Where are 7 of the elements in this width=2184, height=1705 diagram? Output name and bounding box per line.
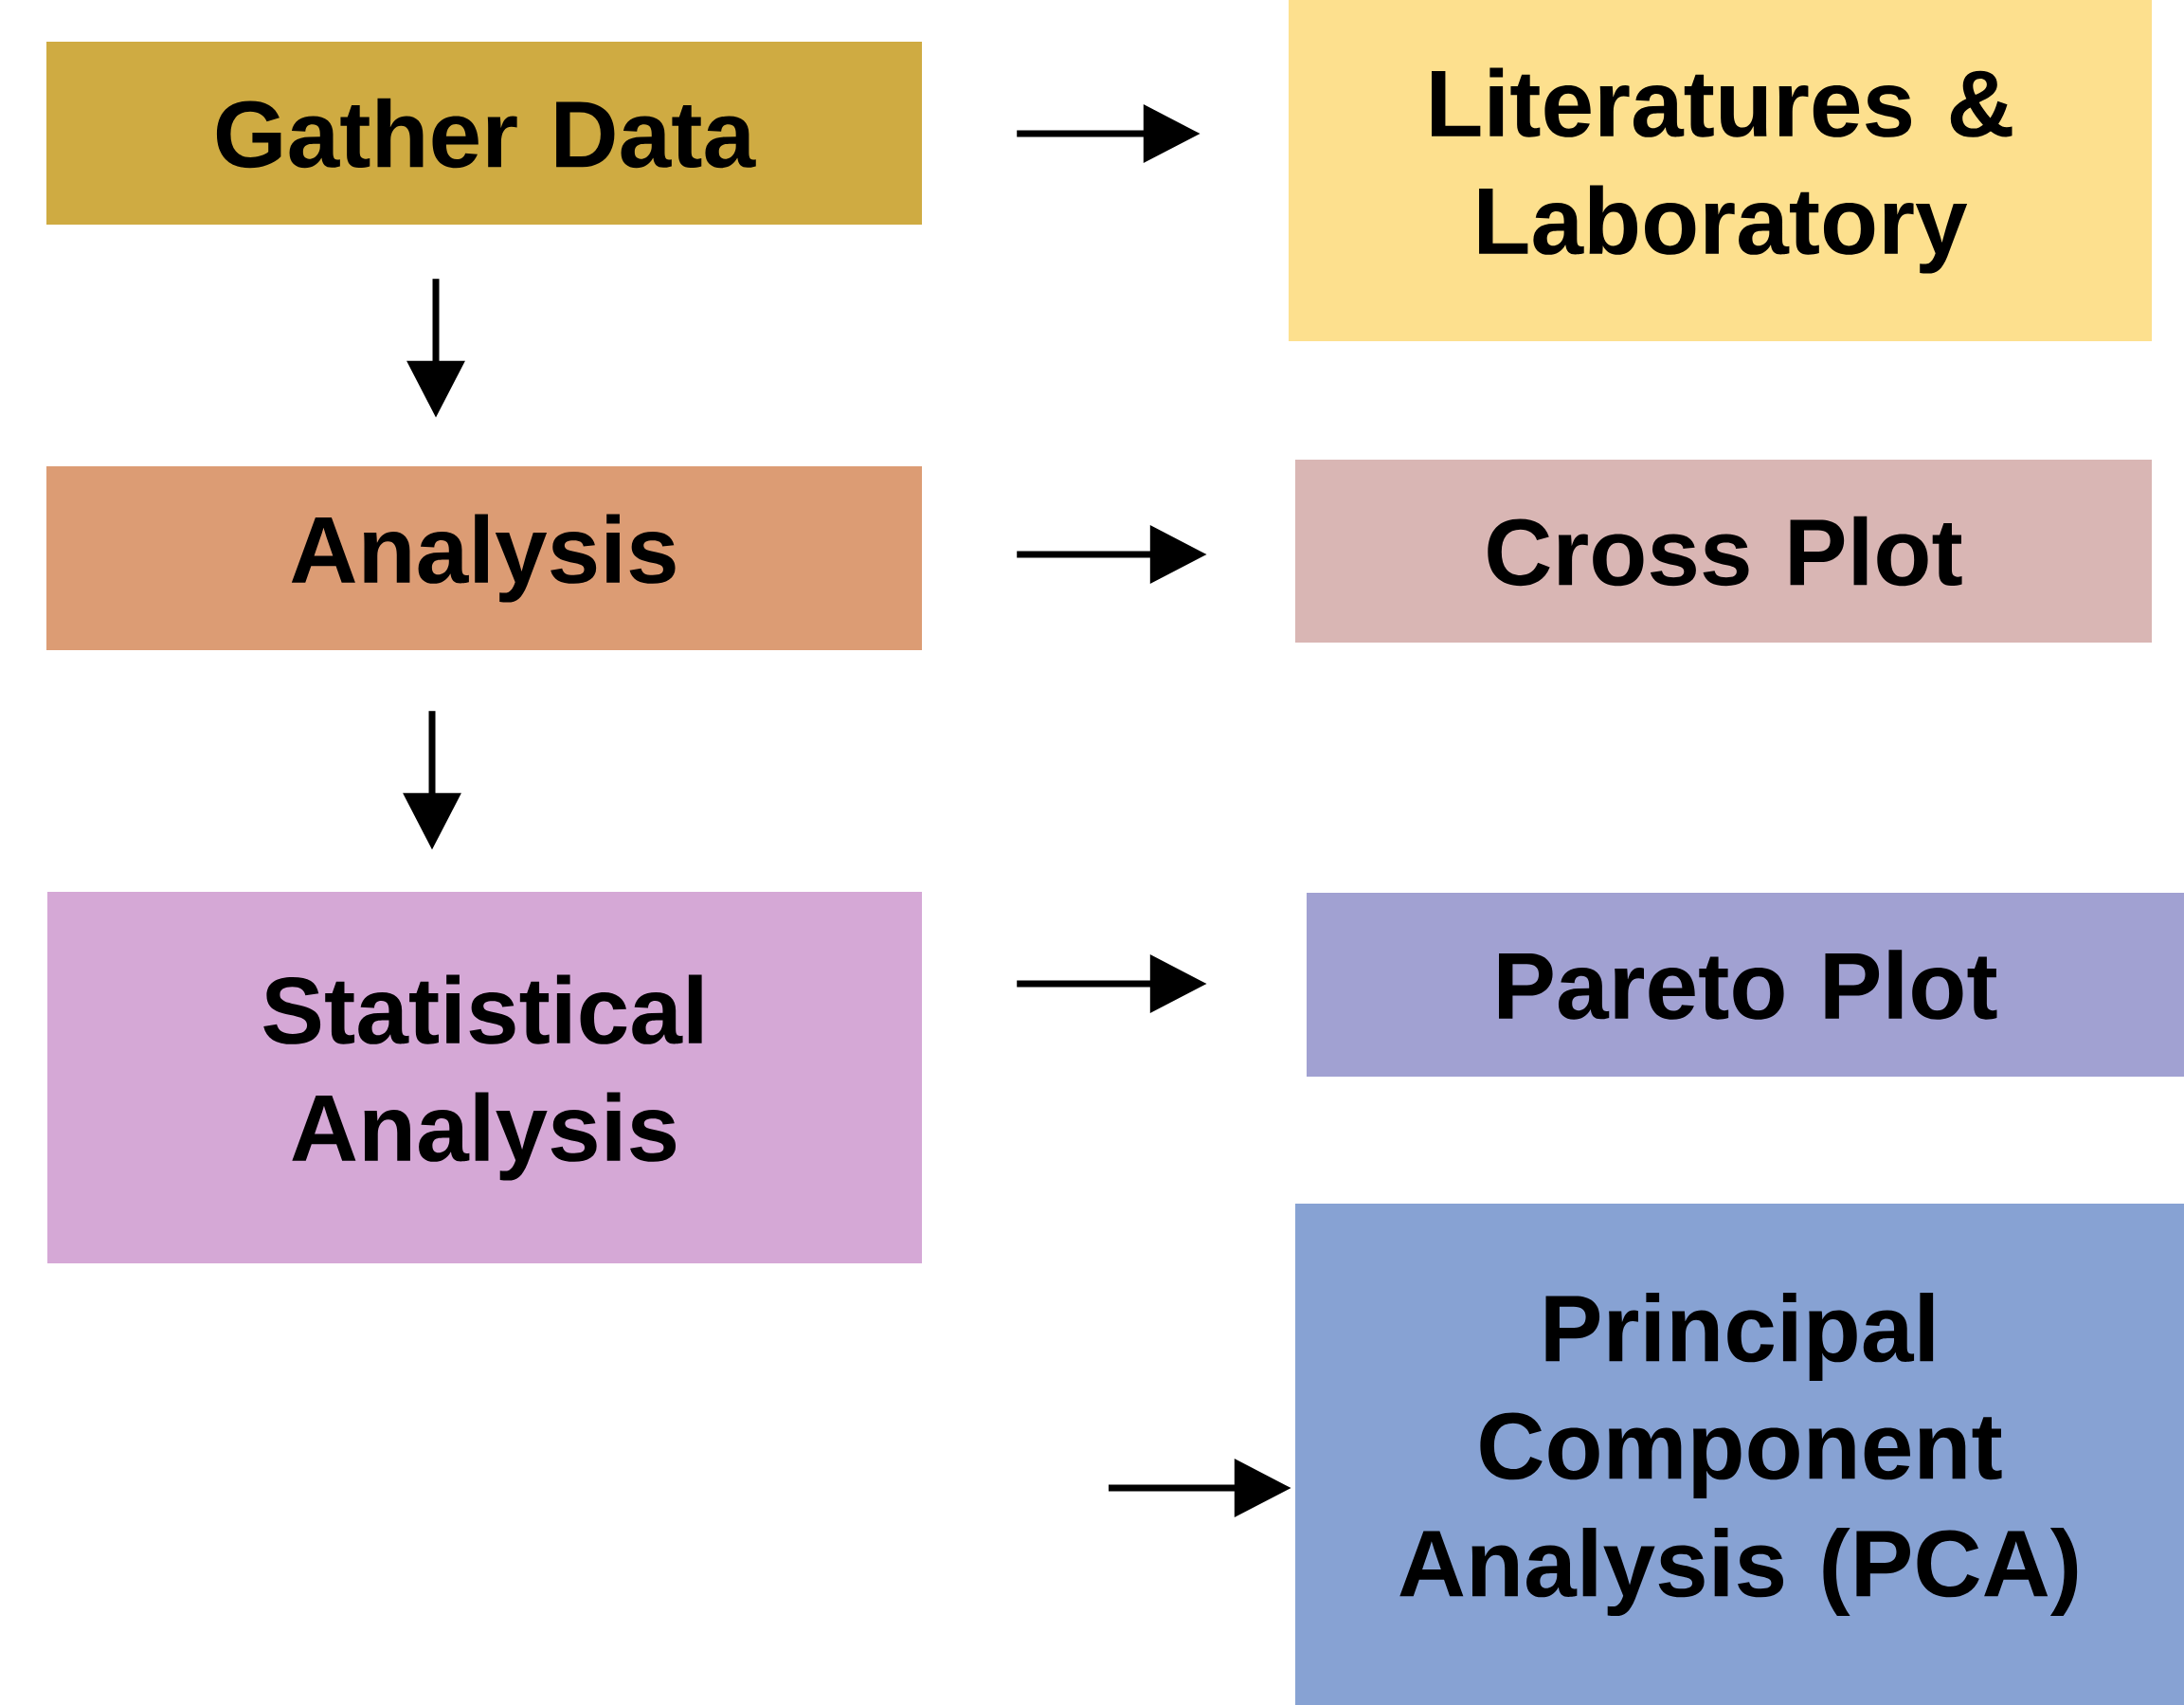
process-box: Gather Data bbox=[46, 42, 922, 225]
process-box: Literatures & Laboratory bbox=[1289, 0, 2152, 341]
process-box: Principal Component Analysis (PCA) bbox=[1295, 1204, 2184, 1705]
process-box: Cross Plot bbox=[1295, 460, 2152, 643]
process-box: Statistical Analysis bbox=[47, 892, 922, 1263]
process-box: Pareto Plot bbox=[1307, 893, 2184, 1077]
process-box: Analysis bbox=[46, 466, 922, 650]
